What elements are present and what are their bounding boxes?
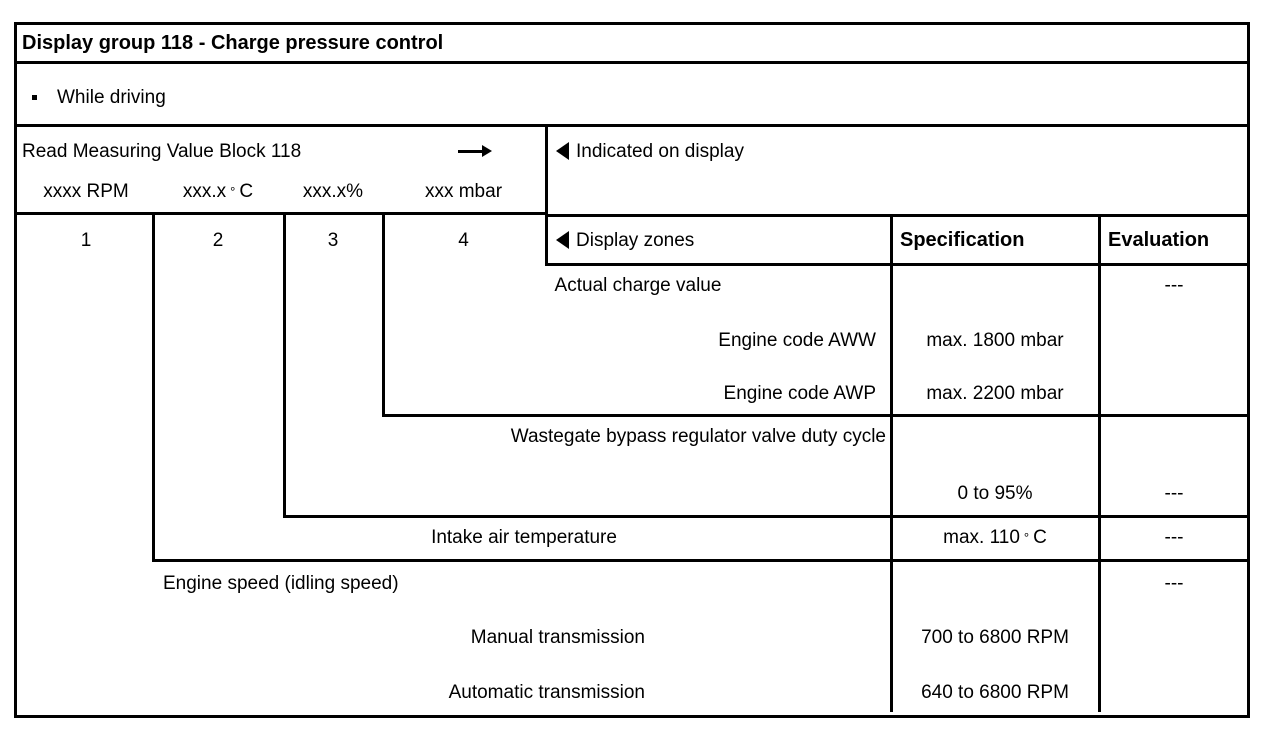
row-label-actual-charge-value: Actual charge value	[554, 274, 722, 296]
step-rule-wastegate	[283, 515, 1250, 518]
indicated-on-display-label: Indicated on display	[576, 140, 744, 162]
zone-divider-3	[382, 214, 385, 414]
unit-label-2: xxx.x°C	[155, 178, 281, 204]
step-rule-charge-value	[382, 414, 1250, 417]
row-spec-intake-air-value: max. 110	[943, 526, 1020, 548]
zone-divider-1	[152, 214, 155, 559]
row-spec-wastegate: 0 to 95%	[957, 482, 1033, 504]
row-spec-intake-air-suffix: C	[1033, 526, 1047, 548]
read-measuring-block-label: Read Measuring Value Block 118	[22, 140, 302, 162]
subrow-spec-engine-code-awp: max. 2200 mbar	[926, 382, 1064, 404]
table-top-border	[14, 22, 1250, 25]
right-arrow-icon	[440, 138, 510, 164]
zone-number-2: 2	[212, 229, 224, 251]
evaluation-header: Evaluation	[1108, 229, 1210, 251]
unit-label-2-value: xxx.x	[182, 180, 227, 202]
title-rule	[14, 61, 1250, 64]
unit-label-4: xxx mbar	[424, 180, 503, 202]
condition-rule	[14, 124, 1250, 127]
condition-row: While driving	[32, 84, 532, 110]
row-label-intake-air: Intake air temperature	[431, 526, 617, 548]
zone-number-3: 3	[327, 229, 339, 251]
row-evaluation-engine-speed: ---	[1164, 572, 1184, 594]
row-label-engine-speed: Engine speed (idling speed)	[163, 572, 399, 594]
header-row-rule	[545, 263, 1250, 266]
subrow-label-engine-code-aww: Engine code AWW	[718, 329, 876, 351]
table-bottom-border	[14, 715, 1250, 718]
indicated-on-display-header: Indicated on display	[556, 138, 976, 164]
zone-divider-4	[545, 216, 548, 263]
subrow-label-automatic-transmission: Automatic transmission	[448, 681, 645, 703]
row-evaluation-wastegate: ---	[1164, 482, 1184, 504]
display-zones-header: Display zones	[556, 226, 886, 254]
units-rule	[14, 212, 548, 215]
table-left-border	[14, 22, 17, 718]
condition-label: While driving	[57, 86, 166, 108]
indicated-left-divider	[545, 124, 548, 216]
degree-icon: °	[1023, 529, 1030, 545]
unit-label-1: xxxx RPM	[43, 180, 129, 202]
row-spec-intake-air: max. 110°C	[892, 523, 1098, 551]
unit-label-3: xxx.x%	[302, 180, 364, 202]
unit-label-2-suffix: C	[239, 180, 254, 202]
indicated-rule	[545, 214, 1250, 217]
bullet-icon	[32, 94, 37, 100]
row-evaluation-actual-charge-value: ---	[1164, 274, 1184, 296]
display-zones-label: Display zones	[576, 229, 695, 251]
row-evaluation-intake-air: ---	[1164, 526, 1184, 548]
left-triangle-icon	[556, 231, 569, 249]
row-label-wastegate: Wastegate bypass regulator valve duty cy…	[510, 425, 886, 447]
subrow-label-engine-code-awp: Engine code AWP	[723, 382, 876, 404]
subrow-label-manual-transmission: Manual transmission	[470, 626, 645, 648]
degree-icon: °	[230, 183, 236, 199]
zone-number-4: 4	[458, 229, 469, 251]
left-triangle-icon	[556, 142, 569, 160]
subrow-spec-engine-code-aww: max. 1800 mbar	[926, 329, 1064, 351]
subrow-spec-automatic-transmission: 640 to 6800 RPM	[921, 681, 1069, 703]
specification-column-divider	[890, 214, 893, 712]
subrow-spec-manual-transmission: 700 to 6800 RPM	[921, 626, 1069, 648]
page-title: Display group 118 - Charge pressure cont…	[22, 32, 444, 54]
table-right-border	[1247, 22, 1250, 718]
zone-number-1: 1	[80, 229, 92, 251]
zone-divider-2	[283, 214, 286, 515]
evaluation-column-divider	[1098, 214, 1101, 712]
specification-header: Specification	[900, 229, 1025, 251]
step-rule-intake-air	[152, 559, 1250, 562]
